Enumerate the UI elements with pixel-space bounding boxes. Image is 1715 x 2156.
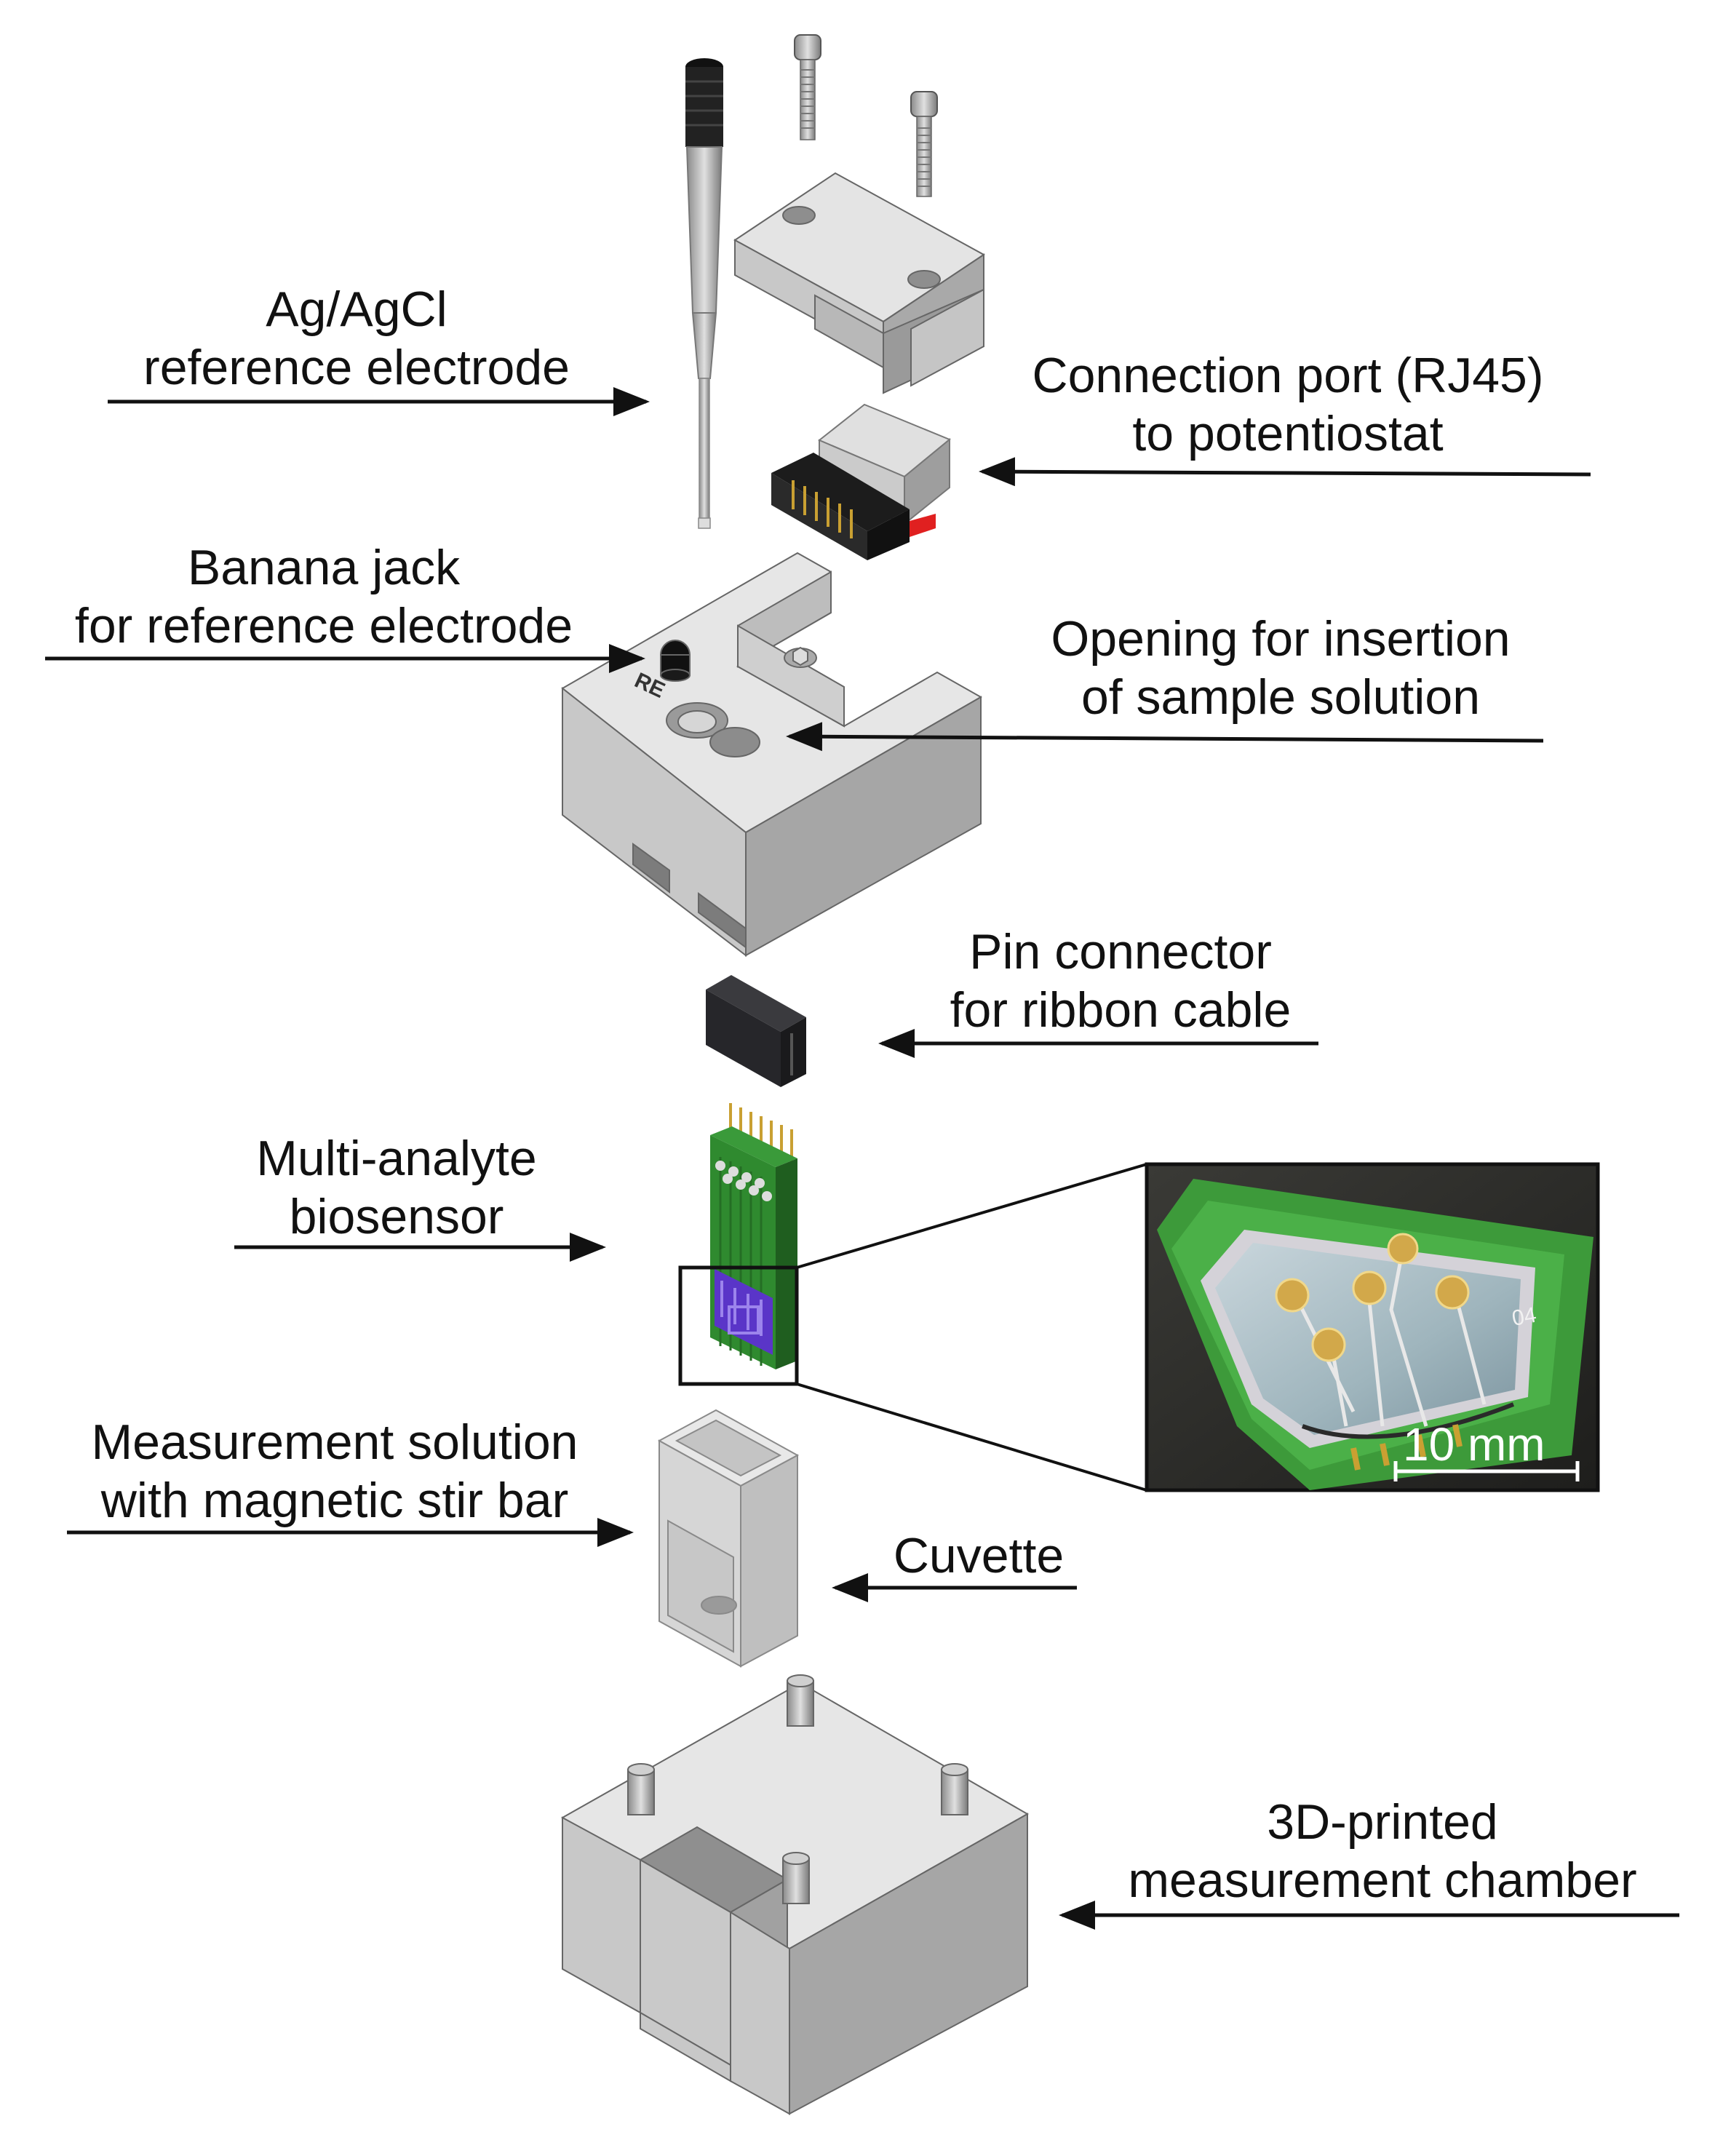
- label-banana-jack-line2: for reference electrode: [74, 598, 573, 653]
- label-biosensor: Multi-analyte biosensor: [218, 1129, 575, 1246]
- biosensor-photo-inset: 04: [1145, 1162, 1600, 1492]
- label-banana-jack: Banana jack for reference electrode: [44, 538, 604, 655]
- label-measurement-solution-line1: Measurement solution: [91, 1415, 578, 1470]
- label-opening: Opening for insertion of sample solution: [1019, 610, 1543, 726]
- chip-number: 04: [1510, 1303, 1538, 1331]
- label-cuvette: Cuvette: [873, 1527, 1084, 1585]
- label-connection-port-line2: to potentiostat: [1132, 406, 1444, 461]
- cuvette-graphic: [657, 1409, 800, 1668]
- upper-holder-graphic: [561, 552, 983, 958]
- arrow-opening: [786, 722, 1544, 752]
- label-measurement-solution: Measurement solution with magnetic stir …: [58, 1413, 611, 1530]
- zoom-box: [678, 1265, 799, 1386]
- label-biosensor-line2: biosensor: [289, 1189, 504, 1244]
- top-lid-graphic: [733, 172, 985, 394]
- label-opening-line2: of sample solution: [1081, 669, 1481, 725]
- label-reference-electrode: Ag/AgCl reference electrode: [124, 280, 589, 397]
- label-chamber: 3D-printed measurement chamber: [1091, 1793, 1674, 1909]
- measurement-chamber-graphic: [560, 1674, 1030, 2115]
- label-connection-port-line1: Connection port (RJ45): [1032, 348, 1544, 403]
- zoom-line-bottom: [796, 1383, 1147, 1492]
- label-pin-connector: Pin connector for ribbon cable: [910, 923, 1332, 1039]
- biosensor-strip-graphic: [710, 1103, 797, 1369]
- pin-connector-graphic: [706, 975, 806, 1087]
- label-reference-electrode-line1: Ag/AgCl: [266, 282, 447, 337]
- screw-left: [794, 34, 821, 140]
- label-cuvette-line1: Cuvette: [893, 1528, 1065, 1583]
- rj45-connector-graphic: [771, 403, 951, 560]
- label-chamber-line1: 3D-printed: [1267, 1794, 1498, 1850]
- label-chamber-line2: measurement chamber: [1128, 1853, 1637, 1908]
- label-banana-jack-line1: Banana jack: [187, 540, 461, 595]
- arrow-connection-port: [979, 457, 1591, 487]
- label-biosensor-line1: Multi-analyte: [256, 1131, 537, 1186]
- label-reference-electrode-line2: reference electrode: [143, 340, 570, 395]
- label-opening-line1: Opening for insertion: [1051, 611, 1511, 667]
- scale-bar-label: 10 mm: [1403, 1418, 1545, 1471]
- label-pin-connector-line1: Pin connector: [969, 924, 1272, 979]
- screw-right: [910, 91, 938, 197]
- label-measurement-solution-line2: with magnetic stir bar: [100, 1473, 569, 1528]
- label-pin-connector-line2: for ribbon cable: [950, 982, 1292, 1038]
- label-connection-port: Connection port (RJ45) to potentiostat: [1004, 346, 1572, 463]
- zoom-line-top: [796, 1163, 1147, 1269]
- reference-electrode-graphic: [685, 58, 723, 529]
